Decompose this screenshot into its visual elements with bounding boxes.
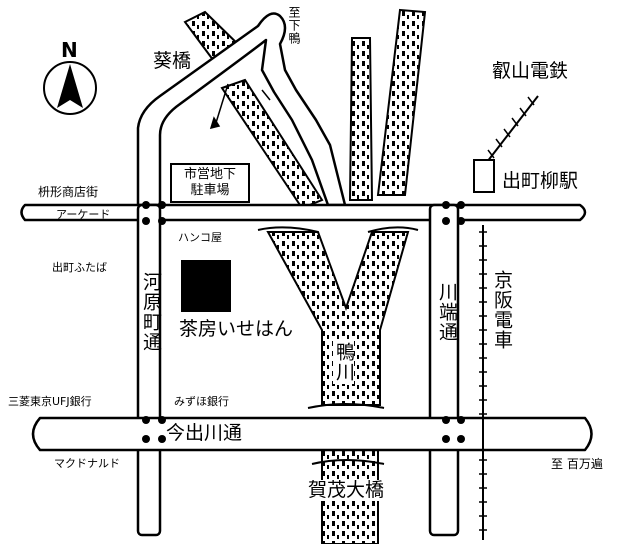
to-shimogamo-label: 至下鴨 [287,6,301,45]
keihan-railway [479,225,487,540]
kamo-bridge-label: 賀茂大橋 [306,479,387,501]
arcade-label: アーケード [56,208,111,221]
mcdonalds-label: マクドナルド [54,457,120,470]
station-marker [473,159,495,193]
imadegawa-street-label: 今出川通 [166,422,243,444]
keihan-railway-label: 京阪電車 [491,270,513,350]
eizan-railway-label: 叡山電鉄 [492,60,569,82]
mufg-bank-label: 三菱東京UFJ銀行 [8,395,92,408]
north-compass-icon [43,61,97,115]
parking-label-line2: 駐車場 [190,183,230,198]
masugata-shopping-street-label: 枡形商店街 [38,185,99,199]
mizuho-bank-label: みずほ銀行 [174,395,229,408]
shop-name-label: 茶房いせはん [179,318,294,340]
kawabata-street-label: 川端通 [436,282,458,342]
to-hyakumanben-label: 至 百万遍 [551,457,603,471]
intersection-markers [142,201,465,443]
shop-location-marker [181,260,231,312]
demachi-futaba-label: 出町ふたば [52,261,107,274]
eizan-railway [486,95,539,163]
kawaramachi-street-label: 河原町通 [140,272,162,352]
aoi-bridge-label: 葵橋 [153,50,192,72]
north-label: N [61,38,78,62]
pointer-arrows [209,83,271,130]
parking-label-line1: 市営地下 [183,167,236,182]
kamo-river-label: 鴨川 [333,340,355,384]
demachiyanagi-station-label: 出町柳駅 [502,170,579,192]
hanko-shop-label: ハンコ屋 [178,231,222,244]
municipal-parking: 市営地下 駐車場 [170,163,250,203]
